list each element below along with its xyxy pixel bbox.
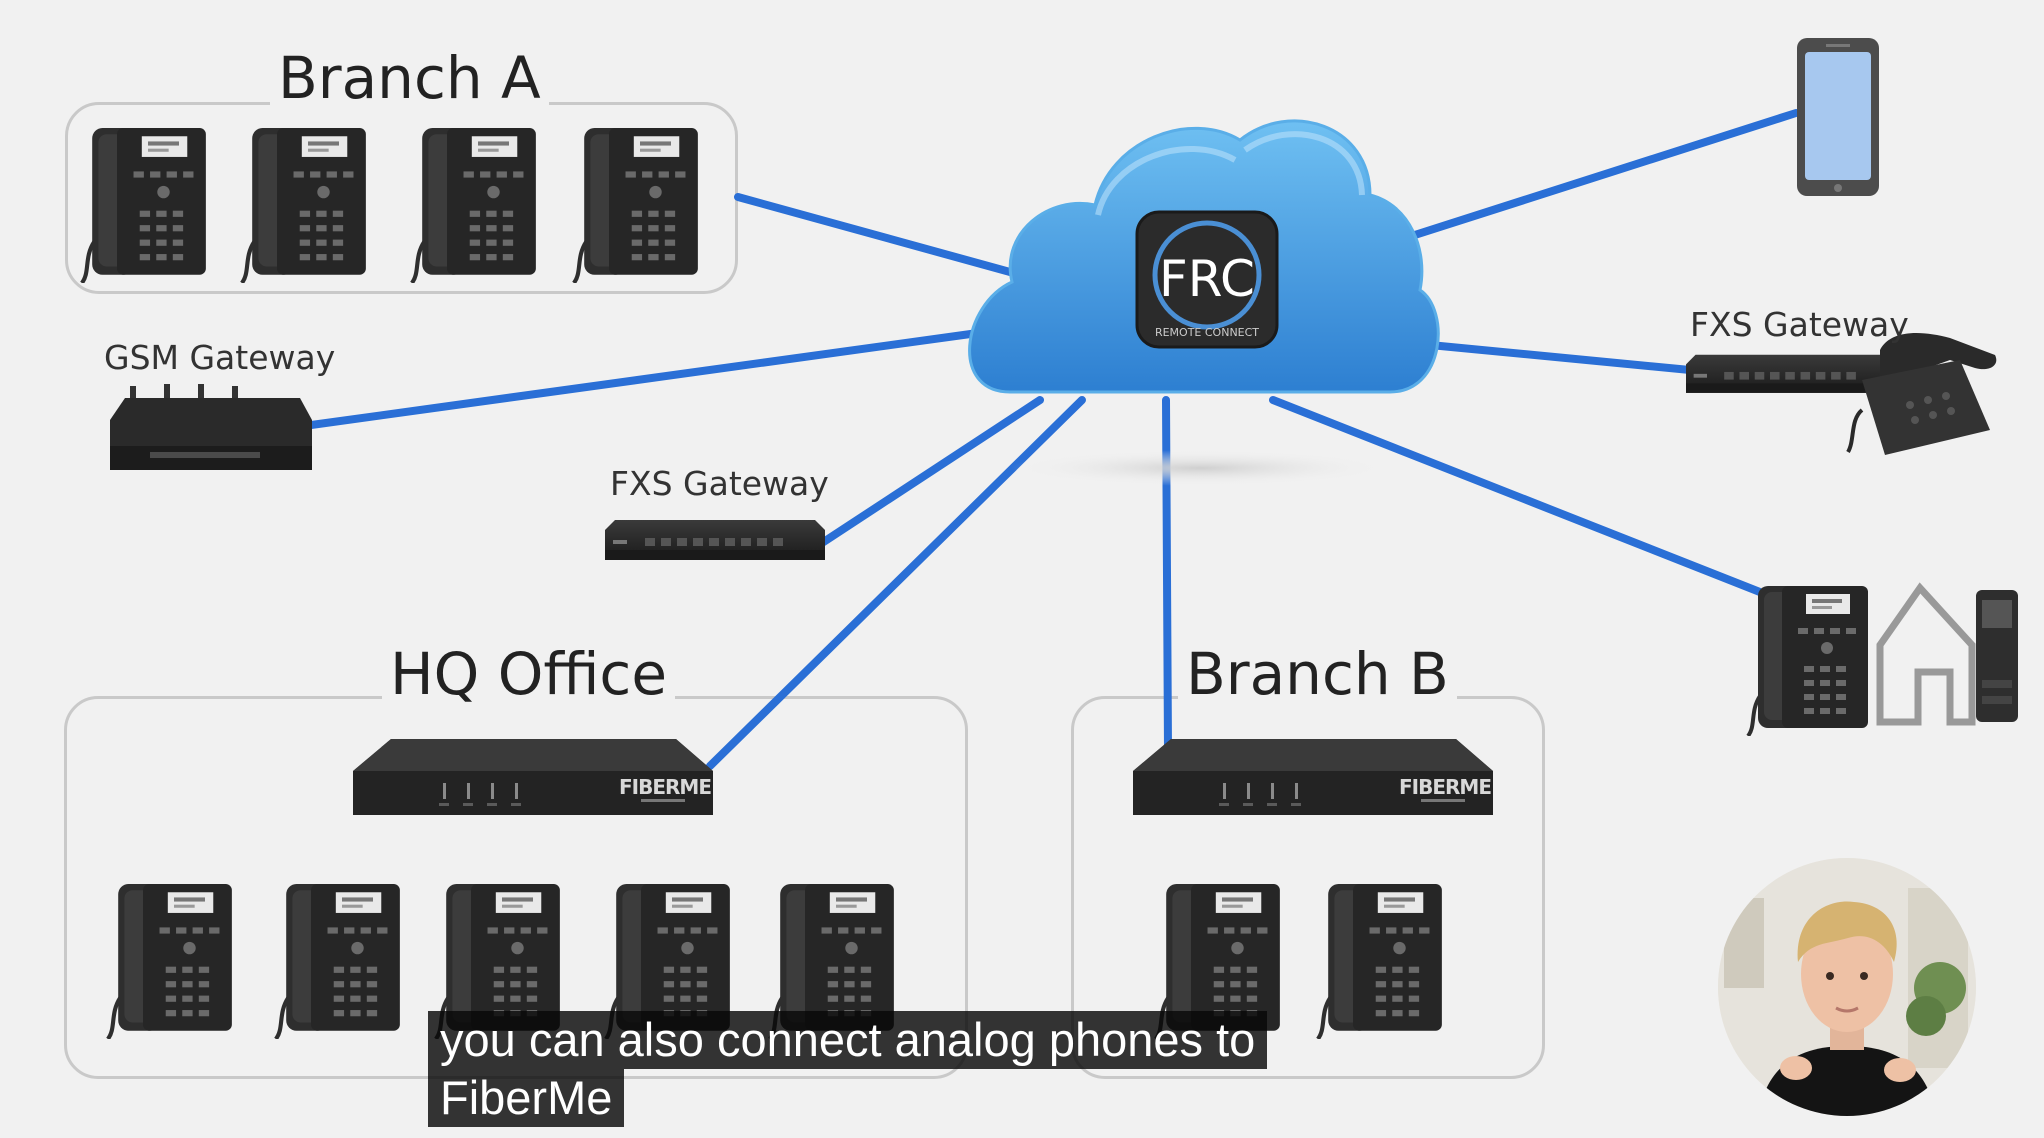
gsm-gateway-device (110, 384, 312, 470)
house-icon (1876, 582, 1976, 726)
fxs-gateway-right-device (1686, 333, 1997, 455)
branch-a-phones (82, 128, 698, 283)
presenter-avatar (1718, 858, 1976, 1116)
fxs-gateway-left-device (605, 520, 825, 560)
logo-text: FRC (1159, 250, 1255, 308)
fxs-gateway-left-label: FXS Gateway (610, 464, 829, 503)
home-site (1748, 582, 2018, 736)
frc-logo: FRC REMOTE CONNECT (1135, 210, 1279, 349)
gsm-gateway-label: GSM Gateway (104, 338, 336, 377)
hq-office-title: HQ Office (382, 640, 676, 708)
smartphone-icon (1797, 38, 1879, 196)
subtitle-line-2: FiberMe (428, 1069, 625, 1127)
home-ip-phone (1748, 586, 1868, 736)
link-lines (300, 109, 1800, 770)
fxs-gateway-right-label: FXS Gateway (1690, 305, 1909, 344)
branch-b-pbx-appliance (1133, 739, 1493, 815)
branch-a-title: Branch A (270, 44, 549, 112)
subtitle-line-1: you can also connect analog phones to (428, 1011, 1268, 1069)
cloud-shadow (1010, 450, 1390, 486)
logo-subtext: REMOTE CONNECT (1155, 326, 1259, 339)
hq-pbx-appliance (353, 739, 713, 815)
branch-b-title: Branch B (1178, 640, 1457, 708)
